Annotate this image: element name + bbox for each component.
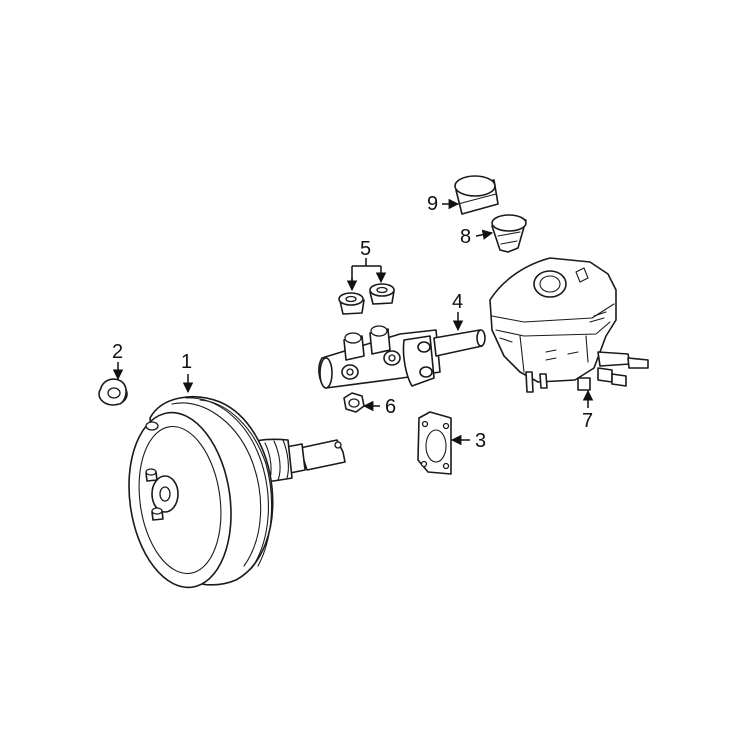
callout-7: 7 [582, 410, 593, 432]
callout-labels: 1 2 3 4 5 6 7 8 9 [112, 193, 593, 452]
callout-6: 6 [385, 396, 396, 418]
callout-5: 5 [360, 238, 371, 260]
gasket[interactable] [417, 411, 452, 475]
callout-8: 8 [460, 226, 471, 248]
master-cylinder[interactable] [318, 325, 486, 389]
leader-8 [475, 229, 494, 240]
brake-fluid-reservoir[interactable] [489, 257, 649, 393]
reservoir-cap[interactable] [454, 175, 499, 215]
booster-shell [128, 396, 274, 589]
callout-2: 2 [112, 341, 123, 363]
seal-left [338, 292, 365, 315]
leader-5 [351, 258, 382, 286]
reservoir-seals[interactable] [338, 283, 395, 315]
grommet[interactable] [98, 378, 128, 406]
callout-9: 9 [427, 193, 438, 215]
seal-right [369, 283, 395, 305]
callout-4: 4 [452, 291, 463, 313]
callout-1: 1 [181, 351, 192, 373]
callout-3: 3 [475, 430, 486, 452]
brake-booster[interactable] [118, 396, 346, 594]
leader-lines [112, 198, 594, 446]
nut[interactable] [343, 392, 365, 413]
reservoir-strainer[interactable] [491, 214, 527, 253]
